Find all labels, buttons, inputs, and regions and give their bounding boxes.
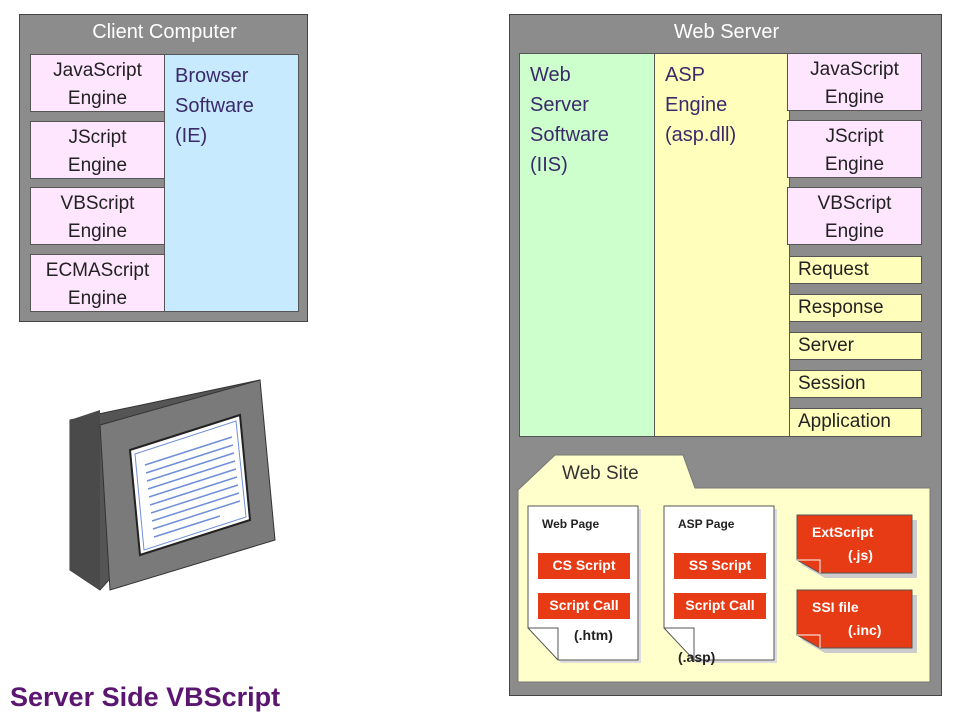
web-page-extension: (.htm) bbox=[574, 627, 613, 643]
server-engine-jscript: JScript Engine bbox=[787, 120, 922, 178]
engine-label-line1: JavaScript bbox=[53, 60, 142, 81]
asp-label-line1: ASP bbox=[665, 64, 706, 86]
script-call-block: Script Call bbox=[538, 593, 630, 619]
server-engine-javascript: JavaScript Engine bbox=[787, 53, 922, 111]
object-request: Request bbox=[789, 256, 922, 284]
engine-label-line1: JavaScript bbox=[810, 59, 899, 80]
engine-label-line1: JScript bbox=[825, 126, 884, 147]
browser-label-line3: (IE) bbox=[175, 125, 208, 147]
web-server-title: Web Server bbox=[673, 21, 780, 43]
client-engine-ecmascript: ECMAScript Engine bbox=[30, 254, 165, 312]
asp-page-label: ASP Page bbox=[678, 517, 735, 531]
browser-label-line2: Software bbox=[175, 95, 254, 117]
server-engine-vbscript: VBScript Engine bbox=[787, 187, 922, 245]
engine-label-line2: Engine bbox=[824, 87, 885, 108]
asp-engine-box: ASP Engine (asp.dll) bbox=[654, 53, 790, 437]
monitor-icon bbox=[69, 379, 276, 591]
ss-script-block: SS Script bbox=[674, 553, 766, 579]
web-page-label: Web Page bbox=[542, 517, 600, 531]
engine-label-line2: Engine bbox=[824, 154, 885, 175]
object-application: Application bbox=[789, 408, 922, 437]
iis-label-line1: Web bbox=[530, 64, 571, 86]
object-session: Session bbox=[789, 370, 922, 398]
asp-label-line3: (asp.dll) bbox=[665, 124, 737, 146]
cs-script-block: CS Script bbox=[538, 553, 630, 579]
iis-box: Web Server Software (IIS) bbox=[519, 53, 655, 437]
engine-label-line2: Engine bbox=[67, 155, 128, 176]
ssi-file-label-line2: (.inc) bbox=[848, 622, 882, 638]
browser-label-line1: Browser bbox=[175, 65, 249, 87]
object-response: Response bbox=[789, 294, 922, 322]
iis-label-line3: Software bbox=[530, 124, 609, 146]
iis-label-line2: Server bbox=[530, 94, 589, 116]
browser-software-box: Browser Software (IE) bbox=[164, 54, 299, 312]
ssi-file-label-line1: SSI file bbox=[812, 599, 859, 615]
asp-page-extension: (.asp) bbox=[678, 649, 716, 665]
object-server: Server bbox=[789, 332, 922, 360]
iis-label-line4: (IIS) bbox=[530, 154, 568, 176]
ext-script-label-line2: (.js) bbox=[848, 547, 873, 563]
engine-label-line2: Engine bbox=[67, 88, 128, 109]
engine-label-line2: Engine bbox=[824, 221, 885, 242]
web-page-document-shape bbox=[527, 505, 641, 663]
engine-label-line1: ECMAScript bbox=[45, 260, 150, 281]
ssi-file-shape bbox=[796, 589, 917, 653]
client-engine-jscript: JScript Engine bbox=[30, 121, 165, 179]
script-call-block: Script Call bbox=[674, 593, 766, 619]
engine-label-line2: Engine bbox=[67, 221, 128, 242]
ext-script-shape bbox=[796, 514, 917, 578]
ext-script-label-line1: ExtScript bbox=[812, 524, 874, 540]
asp-label-line2: Engine bbox=[665, 94, 728, 116]
web-site-title: Web Site bbox=[562, 463, 639, 484]
client-engine-javascript: JavaScript Engine bbox=[30, 54, 165, 112]
client-engine-vbscript: VBScript Engine bbox=[30, 187, 165, 245]
asp-page-document-shape bbox=[663, 505, 777, 663]
engine-label-line2: Engine bbox=[67, 288, 128, 309]
engine-label-line1: VBScript bbox=[817, 193, 892, 214]
engine-label-line1: VBScript bbox=[60, 193, 135, 214]
page-title: Server Side VBScript bbox=[10, 682, 281, 712]
client-computer-title: Client Computer bbox=[92, 21, 237, 43]
engine-label-line1: JScript bbox=[68, 127, 127, 148]
